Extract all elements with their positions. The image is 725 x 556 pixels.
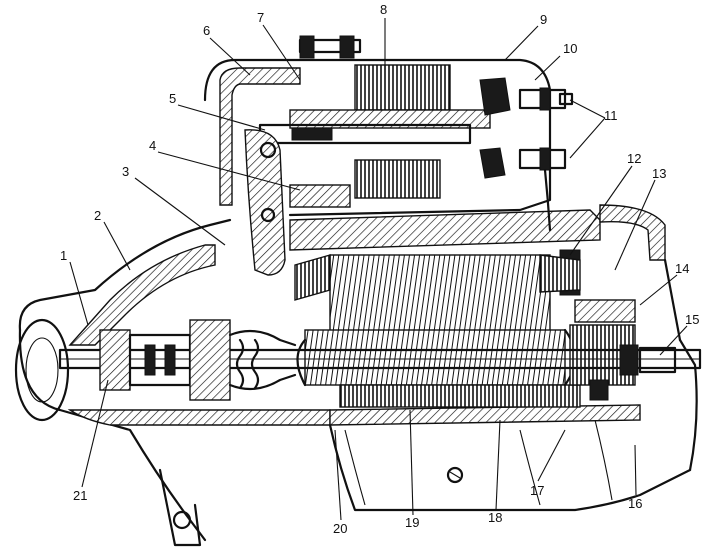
callout-5: 5 — [169, 91, 176, 106]
callout-7: 7 — [257, 10, 264, 25]
callout-18: 18 — [488, 510, 502, 525]
callout-19: 19 — [405, 515, 419, 530]
callout-10: 10 — [563, 41, 577, 56]
callout-17: 17 — [530, 483, 544, 498]
callout-20: 20 — [333, 521, 347, 536]
callout-12: 12 — [627, 151, 641, 166]
callout-leaders — [69, 18, 688, 521]
callout-13: 13 — [652, 166, 666, 181]
callout-8: 8 — [380, 2, 387, 17]
callout-1: 1 — [60, 248, 67, 263]
motor-housing — [14, 204, 698, 547]
callout-2: 2 — [94, 208, 101, 223]
drive-pinion-clutch — [99, 319, 297, 401]
callout-11: 11 — [604, 108, 618, 123]
callout-4: 4 — [149, 138, 156, 153]
callout-3: 3 — [122, 164, 129, 179]
callout-6: 6 — [203, 23, 210, 38]
engagement-lever — [244, 129, 286, 276]
callout-labels: 1 2 3 4 5 6 7 8 9 10 11 12 13 14 15 16 1… — [60, 2, 699, 536]
callout-15: 15 — [685, 312, 699, 327]
callout-21: 21 — [73, 488, 87, 503]
callout-16: 16 — [628, 496, 642, 511]
field-coil — [294, 254, 581, 301]
callout-9: 9 — [540, 12, 547, 27]
callout-14: 14 — [675, 261, 689, 276]
